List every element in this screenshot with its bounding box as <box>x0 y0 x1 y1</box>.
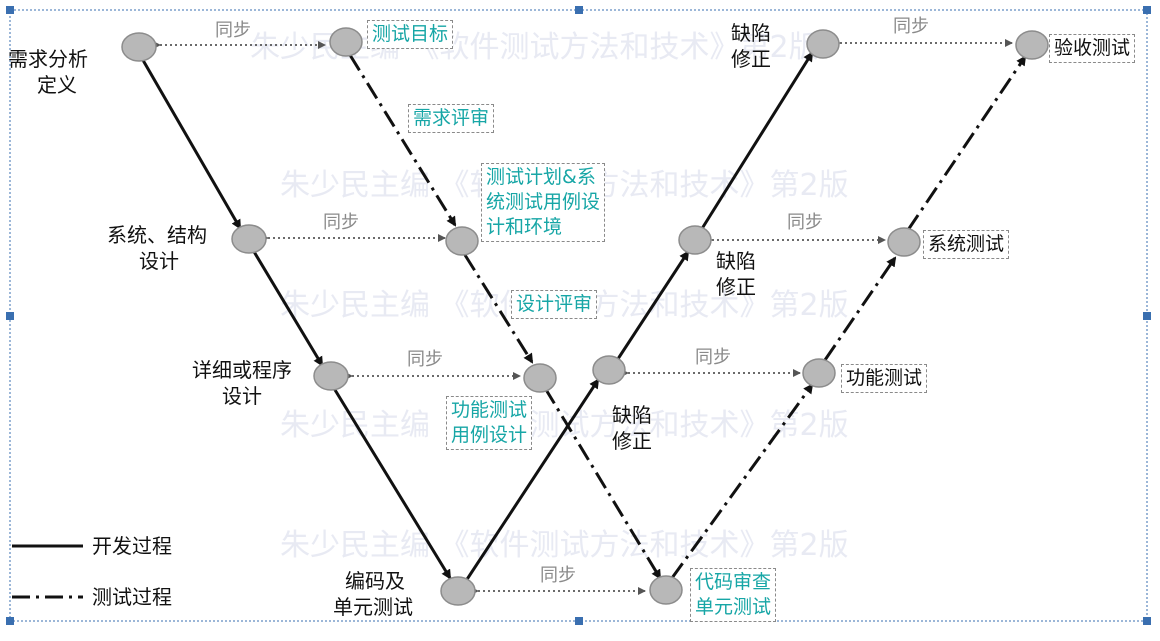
code-review-box: 代码审查 单元测试 <box>690 568 777 622</box>
sync-label: 同步 <box>787 212 823 233</box>
legend <box>12 544 83 599</box>
legend-test-label: 测试过程 <box>92 585 172 609</box>
dev-line-4 <box>458 378 600 591</box>
dev-line-3 <box>330 384 452 580</box>
test-plan-box: 测试计划&系 统测试用例设 计和环境 <box>481 163 606 242</box>
label-detailed-design: 详细或程序 设计 <box>192 358 292 408</box>
test-line-4 <box>670 383 814 579</box>
resize-handle[interactable] <box>1143 312 1151 320</box>
func-case-box: 功能测试 用例设计 <box>446 396 533 450</box>
node-requirements <box>121 32 157 62</box>
resize-handle[interactable] <box>1143 6 1151 14</box>
node-coding <box>440 576 476 606</box>
nodes <box>121 27 1049 606</box>
node-function-test <box>802 358 836 388</box>
node-acceptance-test <box>1015 30 1049 60</box>
node-system-test <box>887 227 921 257</box>
test-line-6 <box>906 55 1027 231</box>
sync-lines <box>153 39 1013 595</box>
label-coding: 编码及 单元测试 <box>333 569 413 619</box>
node-architecture <box>231 224 267 254</box>
sync-label: 同步 <box>407 349 443 370</box>
defect-fix-label-2: 缺陷 修正 <box>716 249 756 299</box>
system-test-box: 系统测试 <box>923 230 1010 259</box>
node-test-goal <box>329 27 363 57</box>
sync-label: 同步 <box>323 212 359 233</box>
sync-label: 同步 <box>215 20 251 41</box>
defect-fix-label-1: 缺陷 修正 <box>612 403 652 453</box>
design-review-box: 设计评审 <box>511 290 598 319</box>
label-requirements: 需求分析 定义 <box>8 47 88 97</box>
test-goal-box: 测试目标 <box>367 20 454 49</box>
node-defect-3 <box>806 29 840 59</box>
node-code-review <box>649 575 683 605</box>
dev-line-1 <box>138 54 242 230</box>
req-review-box: 需求评审 <box>408 104 495 133</box>
test-line-5 <box>823 256 897 361</box>
node-test-plan <box>445 226 479 256</box>
function-test-box: 功能测试 <box>841 364 928 393</box>
resize-handle[interactable] <box>6 6 14 14</box>
resize-handle[interactable] <box>1143 617 1151 625</box>
legend-dev-label: 开发过程 <box>92 534 172 558</box>
test-process-lines <box>348 54 1027 580</box>
resize-handle[interactable] <box>6 617 14 625</box>
node-func-case <box>523 363 557 393</box>
resize-handle[interactable] <box>575 617 583 625</box>
test-line-2 <box>463 254 534 364</box>
test-line-3 <box>543 387 662 580</box>
dev-line-2 <box>248 244 324 367</box>
dev-line-6 <box>696 51 814 236</box>
node-defect-2 <box>678 225 712 255</box>
resize-handle[interactable] <box>6 312 14 320</box>
acceptance-test-box: 验收测试 <box>1049 34 1136 63</box>
dev-process-lines <box>138 51 814 591</box>
node-detailed-design <box>313 361 349 391</box>
resize-handle[interactable] <box>575 6 583 14</box>
label-architecture: 系统、结构 设计 <box>107 223 207 273</box>
sync-label: 同步 <box>893 16 929 37</box>
node-defect-1 <box>592 355 626 385</box>
defect-fix-label-3: 缺陷 修正 <box>731 21 771 71</box>
sync-label: 同步 <box>695 347 731 368</box>
sync-label: 同步 <box>540 565 576 586</box>
test-line-1 <box>348 54 457 227</box>
dev-line-5 <box>610 250 690 369</box>
